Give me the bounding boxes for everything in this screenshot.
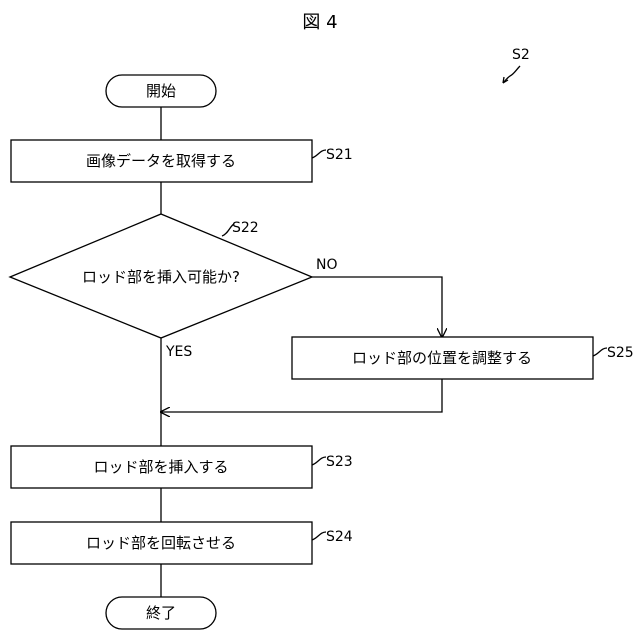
step-leader-s25 bbox=[593, 348, 607, 356]
step-leader-s23 bbox=[312, 457, 326, 465]
end-label: 終了 bbox=[146, 604, 176, 622]
decision-label-s22: ロッド部を挿入可能か? bbox=[82, 268, 240, 286]
step-label-s22: S22 bbox=[232, 220, 259, 236]
process-label-s23: ロッド部を挿入する bbox=[93, 458, 228, 476]
branch-label-no: NO bbox=[316, 257, 338, 273]
step-leader-s24 bbox=[312, 532, 326, 540]
step-label-s23: S23 bbox=[326, 454, 353, 470]
process-label-s24: ロッド部を回転させる bbox=[86, 534, 236, 552]
step-label-s24: S24 bbox=[326, 529, 353, 545]
step-label-s21: S21 bbox=[326, 147, 353, 163]
figure-ref-label: S2 bbox=[512, 47, 530, 63]
step-label-s25: S25 bbox=[607, 345, 634, 361]
connector-s25-return bbox=[161, 379, 442, 412]
start-label: 開始 bbox=[146, 82, 176, 100]
step-leader-s21 bbox=[312, 150, 326, 158]
connector-s22-s25 bbox=[312, 277, 442, 337]
branch-label-yes: YES bbox=[165, 344, 192, 360]
figure-ref-leader bbox=[503, 66, 520, 83]
process-label-s21: 画像データを取得する bbox=[86, 152, 236, 170]
figure-title: 図 4 bbox=[302, 12, 337, 33]
process-label-s25: ロッド部の位置を調整する bbox=[352, 349, 532, 367]
